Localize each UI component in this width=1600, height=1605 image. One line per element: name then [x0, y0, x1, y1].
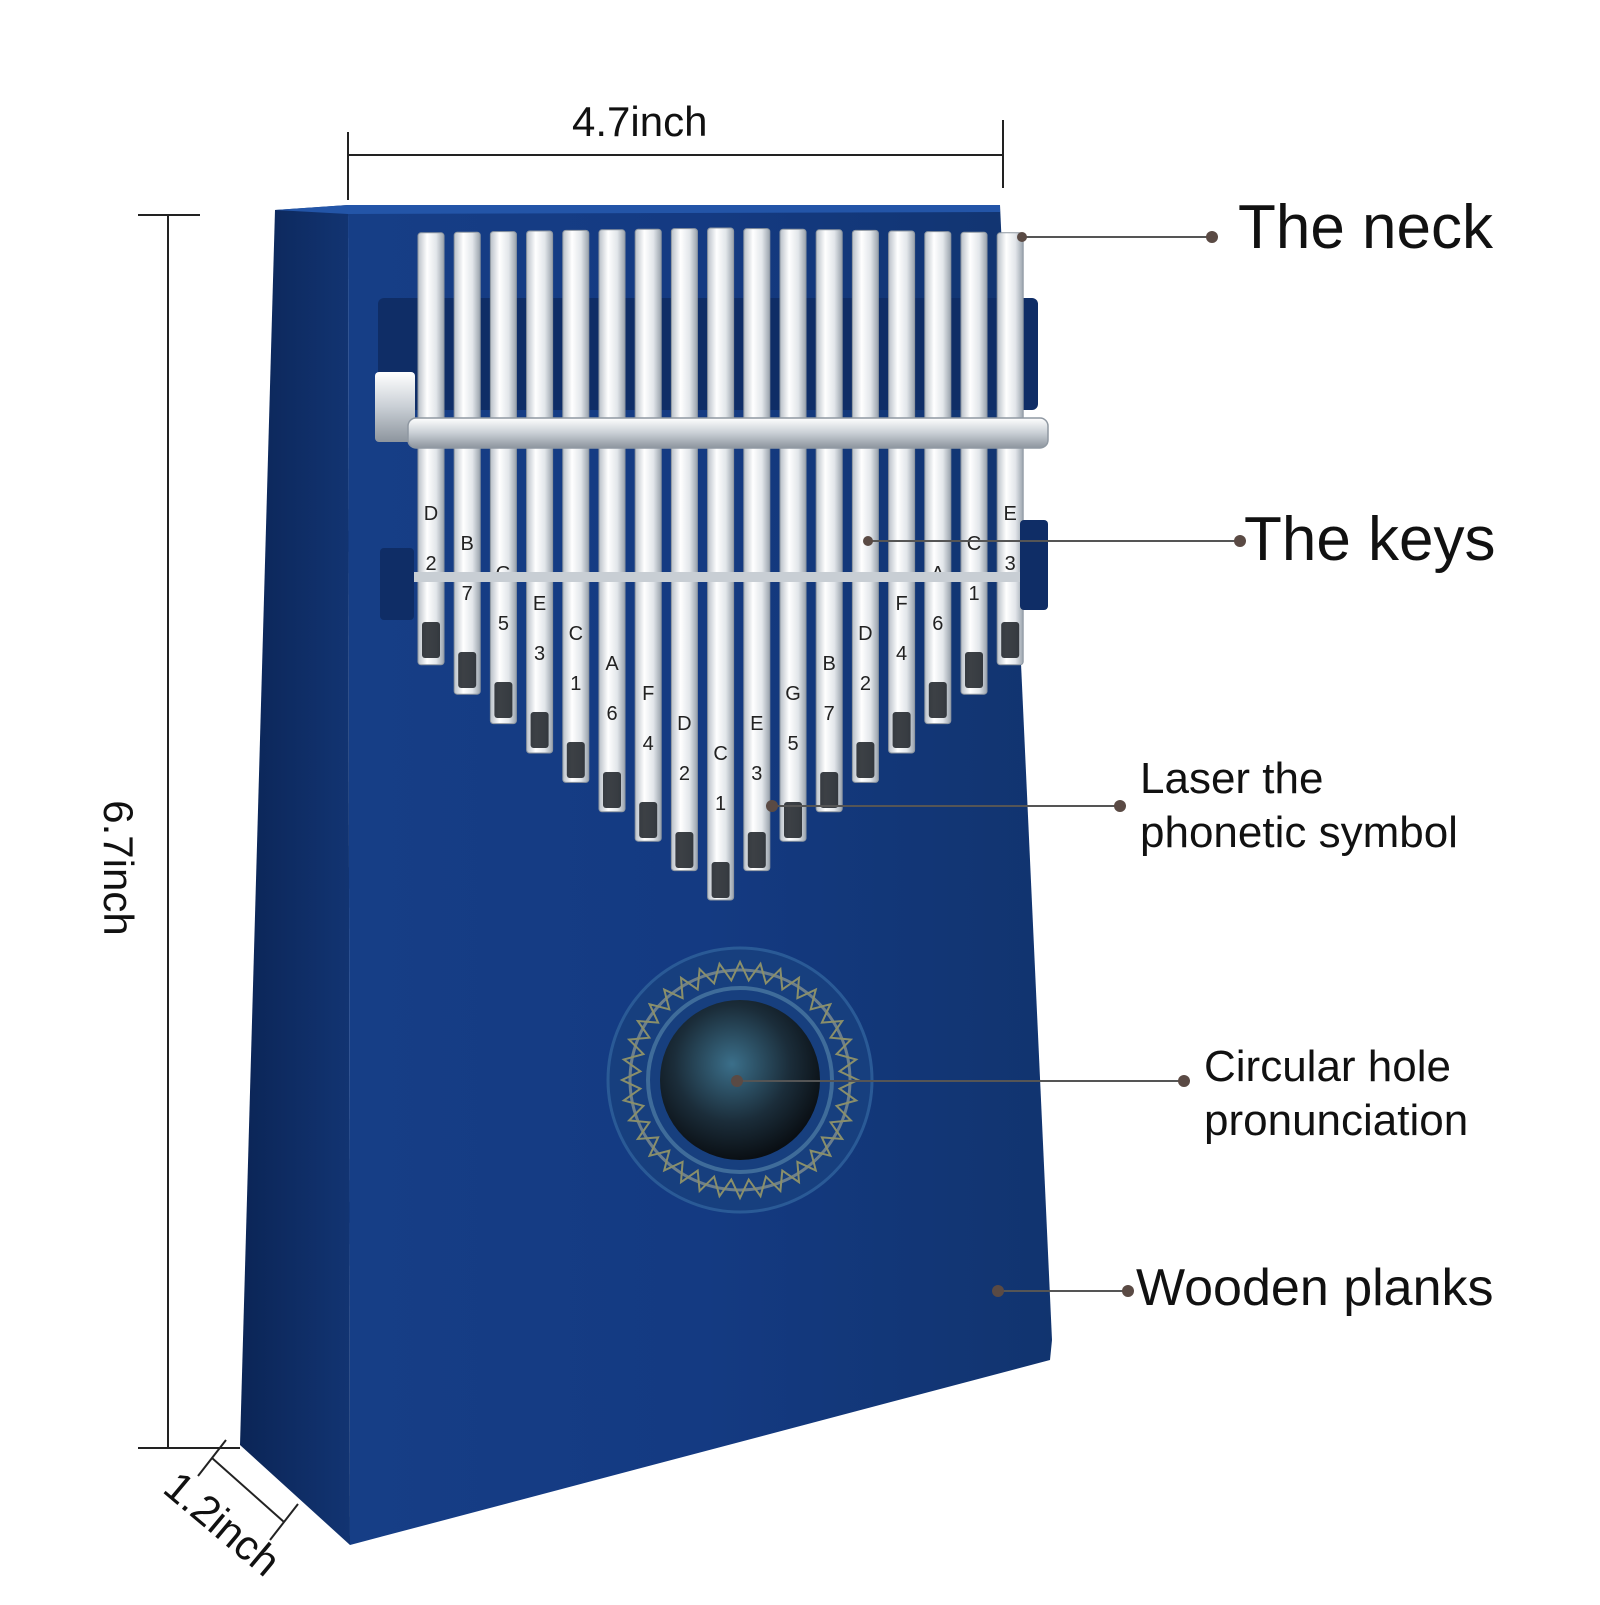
key-tine-tip [422, 622, 440, 658]
key-number-label: 4 [896, 643, 907, 665]
key-tine-tip [675, 832, 694, 868]
key-tine-tip [494, 682, 513, 718]
key-tine [489, 231, 517, 725]
key-tine [815, 229, 843, 813]
sound-hole-line-2: pronunciation [1204, 1096, 1469, 1145]
key-note-label: D [424, 503, 438, 525]
key-tine-tip [530, 712, 549, 748]
key-tine [960, 231, 988, 695]
key-note-label: C [713, 743, 727, 765]
keys-callout-label: The keys [1244, 505, 1496, 574]
key-tine [996, 232, 1024, 666]
key-number-label: 3 [534, 643, 545, 665]
key-tine-tip [747, 832, 766, 868]
key-number-label: 4 [643, 733, 654, 755]
key-number-label: 1 [570, 673, 581, 695]
key-note-label: B [461, 533, 474, 555]
key-note-label: C [569, 623, 583, 645]
planks-callout-label: Wooden planks [1136, 1259, 1494, 1317]
key-tine-tip [784, 802, 802, 838]
key-tine [453, 231, 481, 695]
key-tine-tip [603, 772, 621, 808]
sound-hole-line-1: Circular hole [1204, 1042, 1451, 1091]
key-number-label: 6 [606, 703, 617, 725]
key-number-label: 2 [425, 553, 436, 575]
key-tine-tip [928, 682, 947, 718]
key-number-label: 5 [787, 733, 798, 755]
key-number-label: 1 [968, 583, 979, 605]
key-tine-tip [566, 742, 585, 778]
key-number-label: 7 [824, 703, 835, 725]
key-note-label: E [1004, 503, 1017, 525]
bridge-rod [408, 572, 1048, 582]
key-number-label: 3 [1005, 553, 1016, 575]
key-number-label: 1 [715, 793, 726, 815]
key-number-label: 7 [462, 583, 473, 605]
key-number-label: 5 [498, 613, 509, 635]
key-tine-tip [639, 802, 658, 838]
key-number-label: 3 [751, 763, 762, 785]
laser-symbol-line-2: phonetic symbol [1140, 808, 1458, 857]
key-tine-tip [458, 652, 477, 688]
dimension-lines [138, 120, 1004, 1541]
key-tine-tip [820, 772, 839, 808]
key-tine [743, 228, 771, 872]
key-tine [634, 228, 662, 842]
kalimba-top-edge [275, 205, 1000, 214]
key-tine [924, 231, 952, 725]
key-note-label: C [967, 533, 981, 555]
key-tine [670, 228, 698, 872]
bridge-right-mount [1020, 520, 1048, 610]
key-tine [707, 227, 735, 901]
key-tine-tip [892, 712, 911, 748]
callout-dots [731, 231, 1246, 1297]
key-tine-tip [856, 742, 875, 778]
width-dimension-label: 4.7inch [572, 98, 708, 145]
key-note-label: F [642, 683, 654, 705]
key-note-label: D [677, 713, 691, 735]
key-number-label: 6 [932, 613, 943, 635]
key-note-label: B [823, 653, 836, 675]
key-tine-tip [711, 862, 730, 898]
laser-symbol-callout-label: Laser the phonetic symbol [1140, 752, 1458, 860]
key-tine [526, 230, 554, 754]
neck-pressure-bar [407, 417, 1049, 449]
key-tine [562, 229, 590, 783]
key-note-label: E [533, 593, 546, 615]
sound-hole-callout-label: Circular hole pronunciation [1204, 1040, 1468, 1148]
key-note-label: A [605, 653, 619, 675]
key-note-label: G [785, 683, 801, 705]
laser-symbol-line-1: Laser the [1140, 754, 1324, 803]
neck-bracket [375, 372, 415, 442]
sound-hole-zigzag-pattern [619, 959, 861, 1201]
key-tine-tip [965, 652, 983, 688]
height-dimension-label: 6.7inch [95, 800, 142, 936]
kalimba-side-panel [240, 205, 350, 1545]
key-tine-tip [1001, 622, 1020, 658]
key-tine [598, 229, 626, 813]
key-tine [779, 228, 807, 842]
key-tine [417, 232, 445, 666]
key-note-label: F [895, 593, 907, 615]
key-tine [888, 230, 916, 754]
key-tine [851, 229, 879, 783]
key-note-label: D [858, 623, 872, 645]
bridge-left-mount [380, 548, 414, 620]
key-note-label: E [750, 713, 763, 735]
key-number-label: 2 [679, 763, 690, 785]
callout-leaders [737, 236, 1240, 1292]
key-number-label: 2 [860, 673, 871, 695]
neck-callout-label: The neck [1238, 193, 1494, 262]
